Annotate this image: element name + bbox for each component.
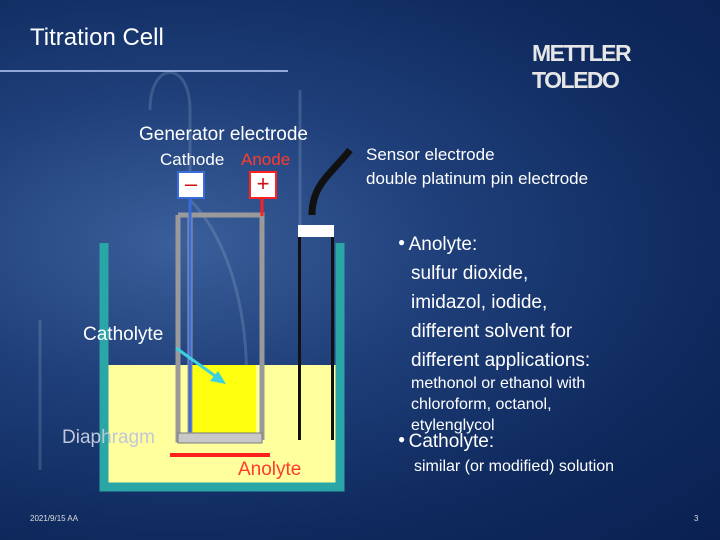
title-divider — [0, 70, 288, 72]
anolyte-heading: ● Anolyte: — [398, 234, 478, 255]
bullet-icon: ● — [398, 235, 409, 249]
plus-sign: + — [256, 171, 270, 196]
slide-title: Titration Cell — [30, 24, 164, 51]
cathode-terminal — [177, 171, 205, 199]
sensor-electrode-title: Sensor electrode — [366, 145, 495, 164]
catholyte-heading: ● Catholyte: — [398, 431, 495, 452]
anode-terminal — [249, 171, 277, 199]
diaphragm — [177, 432, 263, 444]
footer-date: 2021/9/15 AA — [30, 514, 79, 523]
catholyte-sub-note: similar (or modified) solution — [414, 458, 615, 475]
minus-sign: – — [184, 171, 198, 196]
catholyte-arrow-head — [210, 371, 226, 384]
sensor-pin-right — [331, 237, 334, 440]
bullet-icon: ● — [398, 432, 409, 446]
anolyte-label: Anolyte — [238, 459, 302, 480]
anolyte-line: different applications: — [411, 350, 591, 371]
sensor-electrode-description: double platinum pin electrode — [366, 169, 589, 188]
sensor-pin-left — [298, 237, 301, 440]
sensor-electrode-label: Sensor electrode double platinum pin ele… — [366, 143, 588, 191]
anolyte-line: different solvent for — [411, 321, 573, 342]
brand-logo: METTLER TOLEDO — [532, 40, 632, 93]
anolyte-sub-line: etylenglycol — [411, 417, 495, 434]
catholyte-label: Catholyte — [83, 324, 164, 345]
anode-label: Anode — [241, 150, 291, 169]
sensor-electrode-body — [298, 225, 334, 237]
vessel-wall — [99, 243, 345, 492]
anolyte-line: sulfur dioxide, — [411, 263, 529, 284]
anolyte-sub-line: methonol or ethanol with — [411, 375, 586, 392]
cathode-compartment-fill — [190, 365, 256, 433]
cathode-label: Cathode — [160, 150, 225, 169]
page-number: 3 — [694, 514, 699, 523]
anolyte-notes: ● Anolyte: sulfur dioxide, imidazol, iod… — [398, 228, 590, 375]
anolyte-sub-notes: methonol or ethanol with chloroform, oct… — [411, 373, 585, 436]
anolyte-sub-line: chloroform, octanol, — [411, 396, 552, 413]
anolyte-line: imidazol, iodide, — [411, 292, 548, 313]
diaphragm-label: Diaphragm — [62, 427, 155, 448]
generator-electrode-label: Generator electrode — [139, 124, 308, 145]
sensor-cable — [308, 147, 353, 216]
catholyte-arrow-line — [175, 346, 219, 380]
